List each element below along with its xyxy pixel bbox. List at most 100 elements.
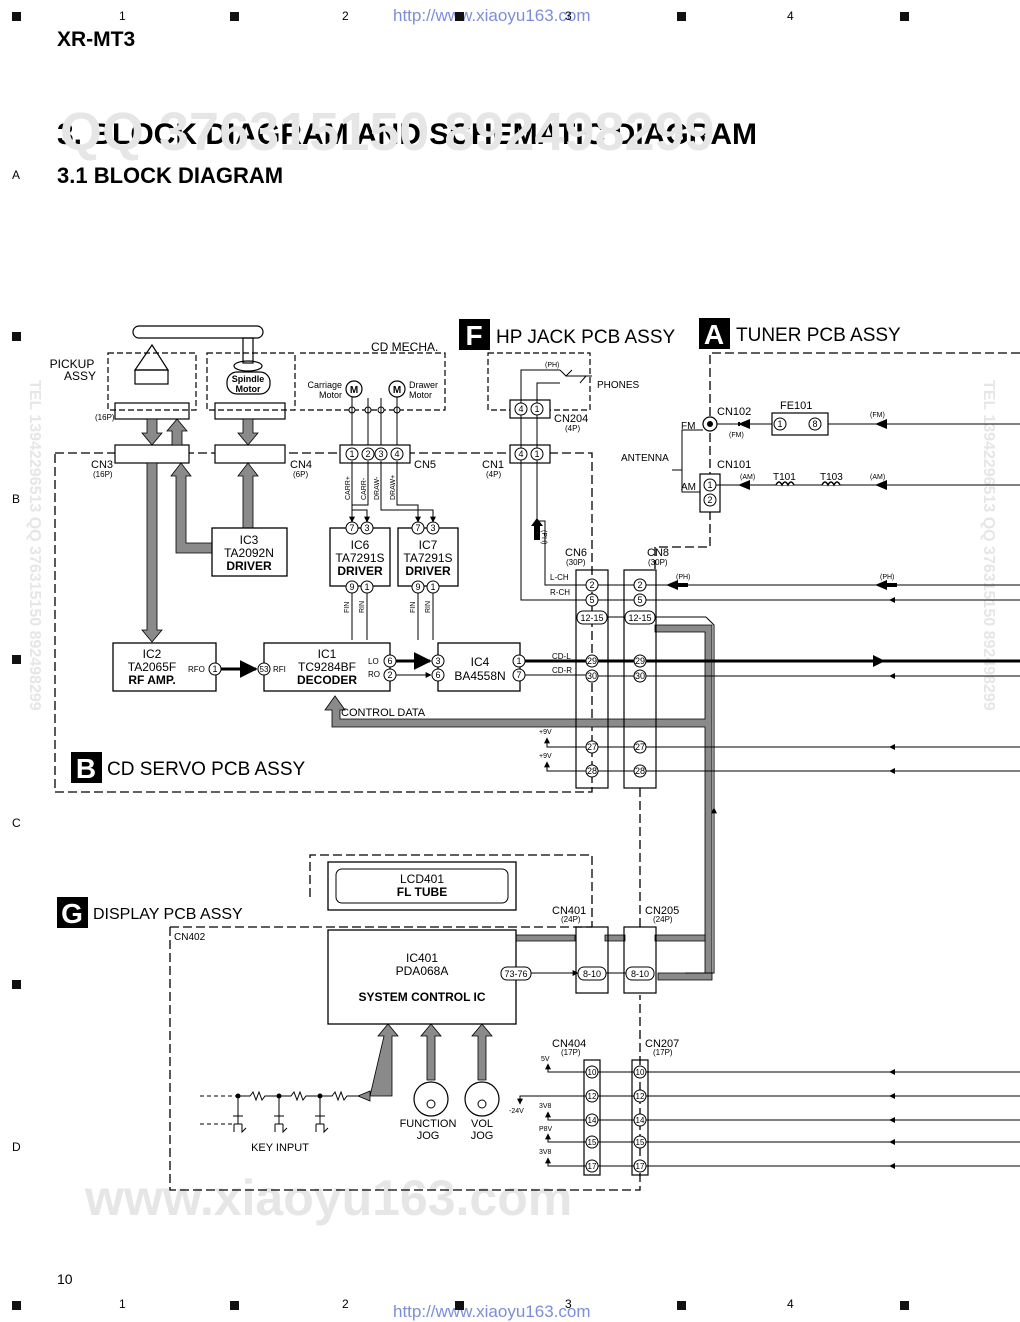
lcd401-type: FL TUBE bbox=[397, 885, 447, 899]
section-f-letter: F bbox=[465, 320, 482, 351]
t101-label: T101 bbox=[773, 472, 796, 483]
label-p8v: P8V bbox=[539, 1126, 553, 1133]
cn8-pin-28: 28 bbox=[635, 766, 645, 776]
watermark-tel-right: TEL 13942296513 QQ 376315150 892498299 bbox=[980, 380, 997, 711]
servo-9v-label-2: +9V bbox=[539, 753, 552, 760]
bottom-url[interactable]: http://www.xiaoyu163.com bbox=[393, 1302, 591, 1321]
cn204-label: CN204 bbox=[554, 413, 588, 425]
svg-text:7: 7 bbox=[516, 670, 521, 680]
svg-text:1: 1 bbox=[516, 656, 521, 666]
ic2-func: RF AMP. bbox=[128, 673, 175, 687]
cn3-pins: (16P) bbox=[93, 470, 113, 479]
cn4-connector bbox=[214, 444, 286, 464]
ic1-ro: RO bbox=[368, 670, 380, 679]
ic2-name: IC2 bbox=[143, 647, 162, 661]
cn102-fm: (FM) bbox=[729, 432, 744, 439]
cn6-pin-30: 30 bbox=[587, 671, 597, 681]
cn5-pin-2: 2 bbox=[365, 449, 370, 459]
svg-text:1: 1 bbox=[534, 449, 539, 459]
label-draw-minus: DRAW- bbox=[374, 476, 381, 500]
tuner-ph-label: (PH) bbox=[880, 574, 894, 581]
cn6-connector bbox=[575, 569, 609, 789]
cn6-pin-29: 29 bbox=[587, 656, 597, 666]
cn6-pin-27: 27 bbox=[587, 742, 597, 752]
label-carr-minus: CARR- bbox=[361, 477, 368, 500]
ic1-rfi: RFI bbox=[273, 665, 286, 674]
key-input-label: KEY INPUT bbox=[251, 1142, 309, 1154]
watermark-tel-left: TEL 13942296513 QQ 376315150 892498299 bbox=[26, 380, 43, 711]
ic6-pin-9: 9 bbox=[349, 582, 354, 592]
cn205-connector bbox=[623, 926, 657, 994]
section-b-letter: B bbox=[76, 753, 96, 784]
cd-mecha-box bbox=[300, 352, 446, 411]
label-3v8-b: 3V8 bbox=[539, 1149, 552, 1156]
svg-text:1: 1 bbox=[212, 664, 217, 674]
ic4-part: BA4558N bbox=[454, 669, 505, 683]
cn404-pin-10: 10 bbox=[588, 1068, 597, 1077]
pickup-label-1: PICKUP bbox=[50, 357, 95, 371]
vol-jog-label-2: JOG bbox=[471, 1130, 494, 1142]
display-pcb-border bbox=[169, 926, 641, 1191]
grid-col-4: 4 bbox=[787, 9, 794, 23]
ic1-pin-53 bbox=[257, 662, 271, 676]
label-cd-l: CD-L bbox=[552, 652, 571, 661]
cn6-label: CN6 bbox=[565, 547, 587, 559]
cn404-connector bbox=[583, 1059, 601, 1176]
servo-9v-label-1: +9V bbox=[539, 729, 552, 736]
cn8-pin-2: 2 bbox=[637, 580, 642, 590]
cn6-pin-28: 28 bbox=[587, 766, 597, 776]
label-cd-r: CD-R bbox=[552, 666, 572, 675]
carriage-label-1: Carriage bbox=[307, 380, 342, 390]
function-jog-label-2: JOG bbox=[417, 1130, 440, 1142]
drawer-motor-m: M bbox=[393, 385, 401, 396]
hp-ph-label: (PH) bbox=[545, 362, 559, 369]
cn5-pin-4: 4 bbox=[394, 449, 399, 459]
t101-coil-icon bbox=[775, 481, 795, 487]
drawer-label-1: Drawer bbox=[409, 380, 438, 390]
cd-servo-pcb-border bbox=[54, 452, 593, 793]
cn8-pins: (30P) bbox=[648, 558, 668, 567]
ic2-part: TA2065F bbox=[128, 660, 176, 674]
grid-row-a: A bbox=[12, 168, 21, 182]
grid-col-4-bottom: 4 bbox=[787, 1297, 794, 1311]
ic6-box bbox=[329, 527, 391, 587]
cn404-label: CN404 bbox=[552, 1038, 586, 1050]
drawer-label-2: Motor bbox=[409, 390, 432, 400]
cn402-label: CN402 bbox=[174, 932, 206, 943]
cn207-connector bbox=[631, 1059, 649, 1176]
ic401-part: PDA068A bbox=[396, 964, 449, 978]
control-data-bus bbox=[324, 624, 713, 981]
t103-coil-icon bbox=[821, 481, 841, 487]
cn6-pin-12-15: 12-15 bbox=[580, 613, 603, 623]
ph-arrow bbox=[531, 518, 543, 540]
key-input-network bbox=[200, 1090, 360, 1134]
grid-square bbox=[677, 12, 686, 21]
section-f-title: HP JACK PCB ASSY bbox=[496, 327, 675, 348]
svg-text:2: 2 bbox=[707, 495, 712, 505]
section-f-badge bbox=[459, 319, 490, 350]
section-b-title: CD SERVO PCB ASSY bbox=[107, 759, 305, 780]
cn3-connector bbox=[114, 444, 190, 464]
cn401-label: CN401 bbox=[552, 905, 586, 917]
ic7-pin-1: 1 bbox=[430, 582, 435, 592]
grid-square bbox=[677, 1301, 686, 1310]
cn8-pin-5: 5 bbox=[637, 595, 642, 605]
cn404-pin-12: 12 bbox=[588, 1092, 597, 1101]
ic2-box bbox=[112, 642, 217, 692]
section-g-letter: G bbox=[61, 898, 83, 929]
page-number: 10 bbox=[57, 1271, 73, 1287]
label-5v: 5V bbox=[541, 1056, 550, 1063]
ic3-func: DRIVER bbox=[226, 559, 272, 573]
ic1-func: DECODER bbox=[297, 673, 357, 687]
svg-text:2: 2 bbox=[387, 670, 392, 680]
top-url[interactable]: http://www.xiaoyu163.com bbox=[393, 6, 591, 25]
grid-col-3: 3 bbox=[565, 9, 572, 23]
section-a-letter: A bbox=[704, 319, 724, 350]
grid-col-2: 2 bbox=[342, 9, 349, 23]
fe101-label: FE101 bbox=[780, 400, 812, 412]
cn204-pins: (4P) bbox=[565, 424, 580, 433]
vol-jog-label-1: VOL bbox=[471, 1118, 493, 1130]
ic2-rfo: RFO bbox=[188, 665, 205, 674]
cn8-pin-12-15: 12-15 bbox=[628, 613, 651, 623]
lcd401-box bbox=[327, 861, 517, 911]
